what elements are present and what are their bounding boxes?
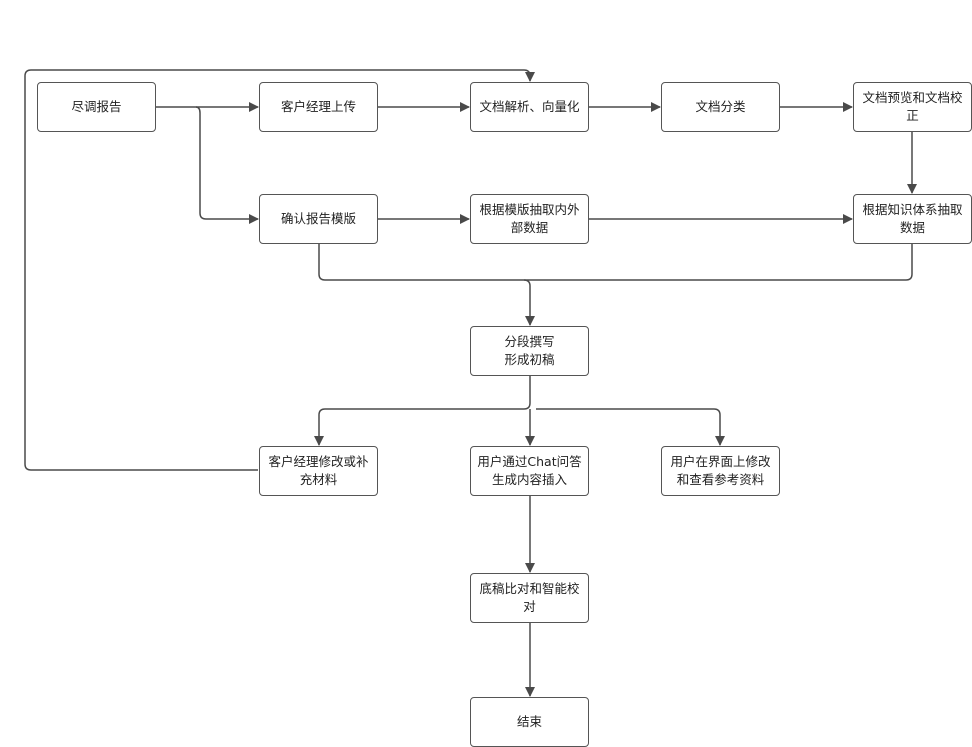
node-label: 文档解析、向量化 — [479, 99, 580, 114]
node-label: 根据模版抽取内外 部数据 — [479, 202, 580, 235]
node-label: 客户经理修改或补 充材料 — [268, 454, 369, 487]
node-label: 文档预览和文档校 正 — [862, 90, 963, 123]
node-label: 分段撰写 形成初稿 — [504, 334, 555, 367]
node-doc-preview: 文档预览和文档校 正 — [853, 82, 972, 132]
edge-merge-to-draft — [523, 279, 535, 326]
node-label: 底稿比对和智能校 对 — [479, 581, 580, 614]
node-confirm-template: 确认报告模版 — [259, 194, 378, 244]
node-label: 根据知识体系抽取 数据 — [862, 202, 963, 235]
node-label: 尽调报告 — [71, 99, 122, 114]
edge-confirm-template-to-merge — [318, 244, 913, 281]
node-label: 结束 — [516, 714, 542, 729]
node-diligence-report: 尽调报告 — [37, 82, 156, 132]
node-extract-by-knowledge: 根据知识体系抽取 数据 — [853, 194, 972, 244]
node-end: 结束 — [470, 697, 589, 747]
node-doc-parse: 文档解析、向量化 — [470, 82, 589, 132]
edge-revise-loop-to-parse — [24, 69, 535, 471]
edge-draft-to-ui-edit — [536, 408, 725, 446]
node-label: 用户通过Chat问答 生成内容插入 — [477, 454, 582, 487]
edge-draft-split — [314, 376, 531, 446]
edge-report-to-confirm-template — [195, 106, 259, 224]
node-extract-by-template: 根据模版抽取内外 部数据 — [470, 194, 589, 244]
node-label: 确认报告模版 — [280, 211, 356, 226]
node-doc-classify: 文档分类 — [661, 82, 780, 132]
node-label: 用户在界面上修改 和查看参考资料 — [670, 454, 771, 487]
node-label: 文档分类 — [695, 99, 746, 114]
node-manager-revise: 客户经理修改或补 充材料 — [259, 446, 378, 496]
node-manager-upload: 客户经理上传 — [259, 82, 378, 132]
node-ui-edit: 用户在界面上修改 和查看参考资料 — [661, 446, 780, 496]
node-compare-check: 底稿比对和智能校 对 — [470, 573, 589, 623]
node-label: 客户经理上传 — [280, 99, 356, 114]
node-chat-insert: 用户通过Chat问答 生成内容插入 — [470, 446, 589, 496]
node-draft: 分段撰写 形成初稿 — [470, 326, 589, 376]
